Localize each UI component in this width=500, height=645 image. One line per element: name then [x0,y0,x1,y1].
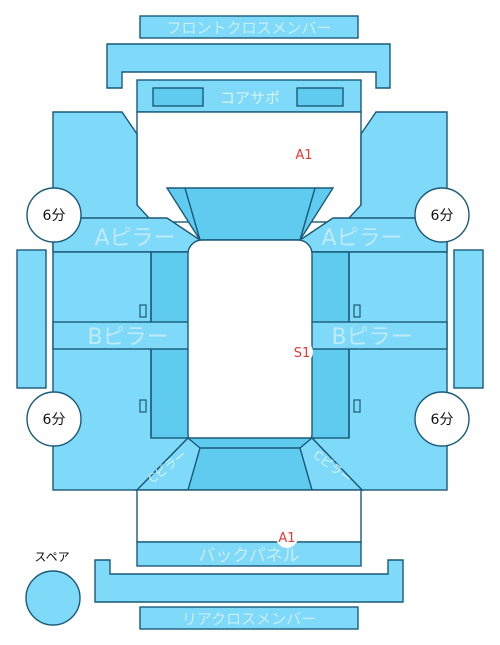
wheel-rear-left-label: 6分 [43,412,66,428]
trunk-area[interactable] [136,489,362,543]
wheel-front-left[interactable]: 6分 [26,187,82,243]
damage-mark-center-label: S1 [294,346,311,361]
a-pillar-right-label: Aピラー [321,226,402,251]
front-bumper-reinforcement[interactable] [106,43,391,89]
spare-label: スペア [34,550,69,564]
rear-cross-member-label: リアクロスメンバー [182,610,316,628]
b-pillar-right-label: Bピラー [331,325,412,350]
wheel-rear-right[interactable]: 6分 [414,391,470,447]
wheel-front-right[interactable]: 6分 [414,187,470,243]
spare-tire[interactable] [25,570,81,626]
damage-mark-front[interactable]: A1 [295,148,312,163]
damage-mark-center[interactable]: S1 [291,341,313,363]
damage-mark-front-label: A1 [295,148,312,163]
front-cross-member[interactable] [139,15,359,39]
rear-cross-member[interactable] [139,606,359,630]
wheel-front-right-label: 6分 [431,208,454,224]
right-door-latch-front [353,304,361,318]
cabin-floor[interactable] [187,239,313,449]
back-panel-label: バックパネル [198,546,299,566]
wheel-rear-right-label: 6分 [431,412,454,428]
right-side-sill[interactable] [453,249,484,389]
left-door-latch-rear [139,399,147,413]
left-side-sill[interactable] [16,249,47,389]
back-panel[interactable] [136,541,362,567]
b-pillar-left-label: Bピラー [87,325,168,350]
wheel-front-left-label: 6分 [43,208,66,224]
core-support-label: コアサポ [220,89,280,107]
left-door-latch-front [139,304,147,318]
right-door-latch-rear [353,399,361,413]
a-pillar-left-label: Aピラー [94,226,175,251]
rear-bumper-reinforcement[interactable] [94,559,404,603]
damage-mark-rear-label: A1 [278,531,295,546]
front-cross-member-label: フロントクロスメンバー [166,19,331,37]
core-support-right-slot [296,87,344,107]
wheel-rear-left[interactable]: 6分 [26,391,82,447]
damage-mark-rear[interactable]: A1 [276,526,298,548]
core-support-left-slot [152,87,204,107]
